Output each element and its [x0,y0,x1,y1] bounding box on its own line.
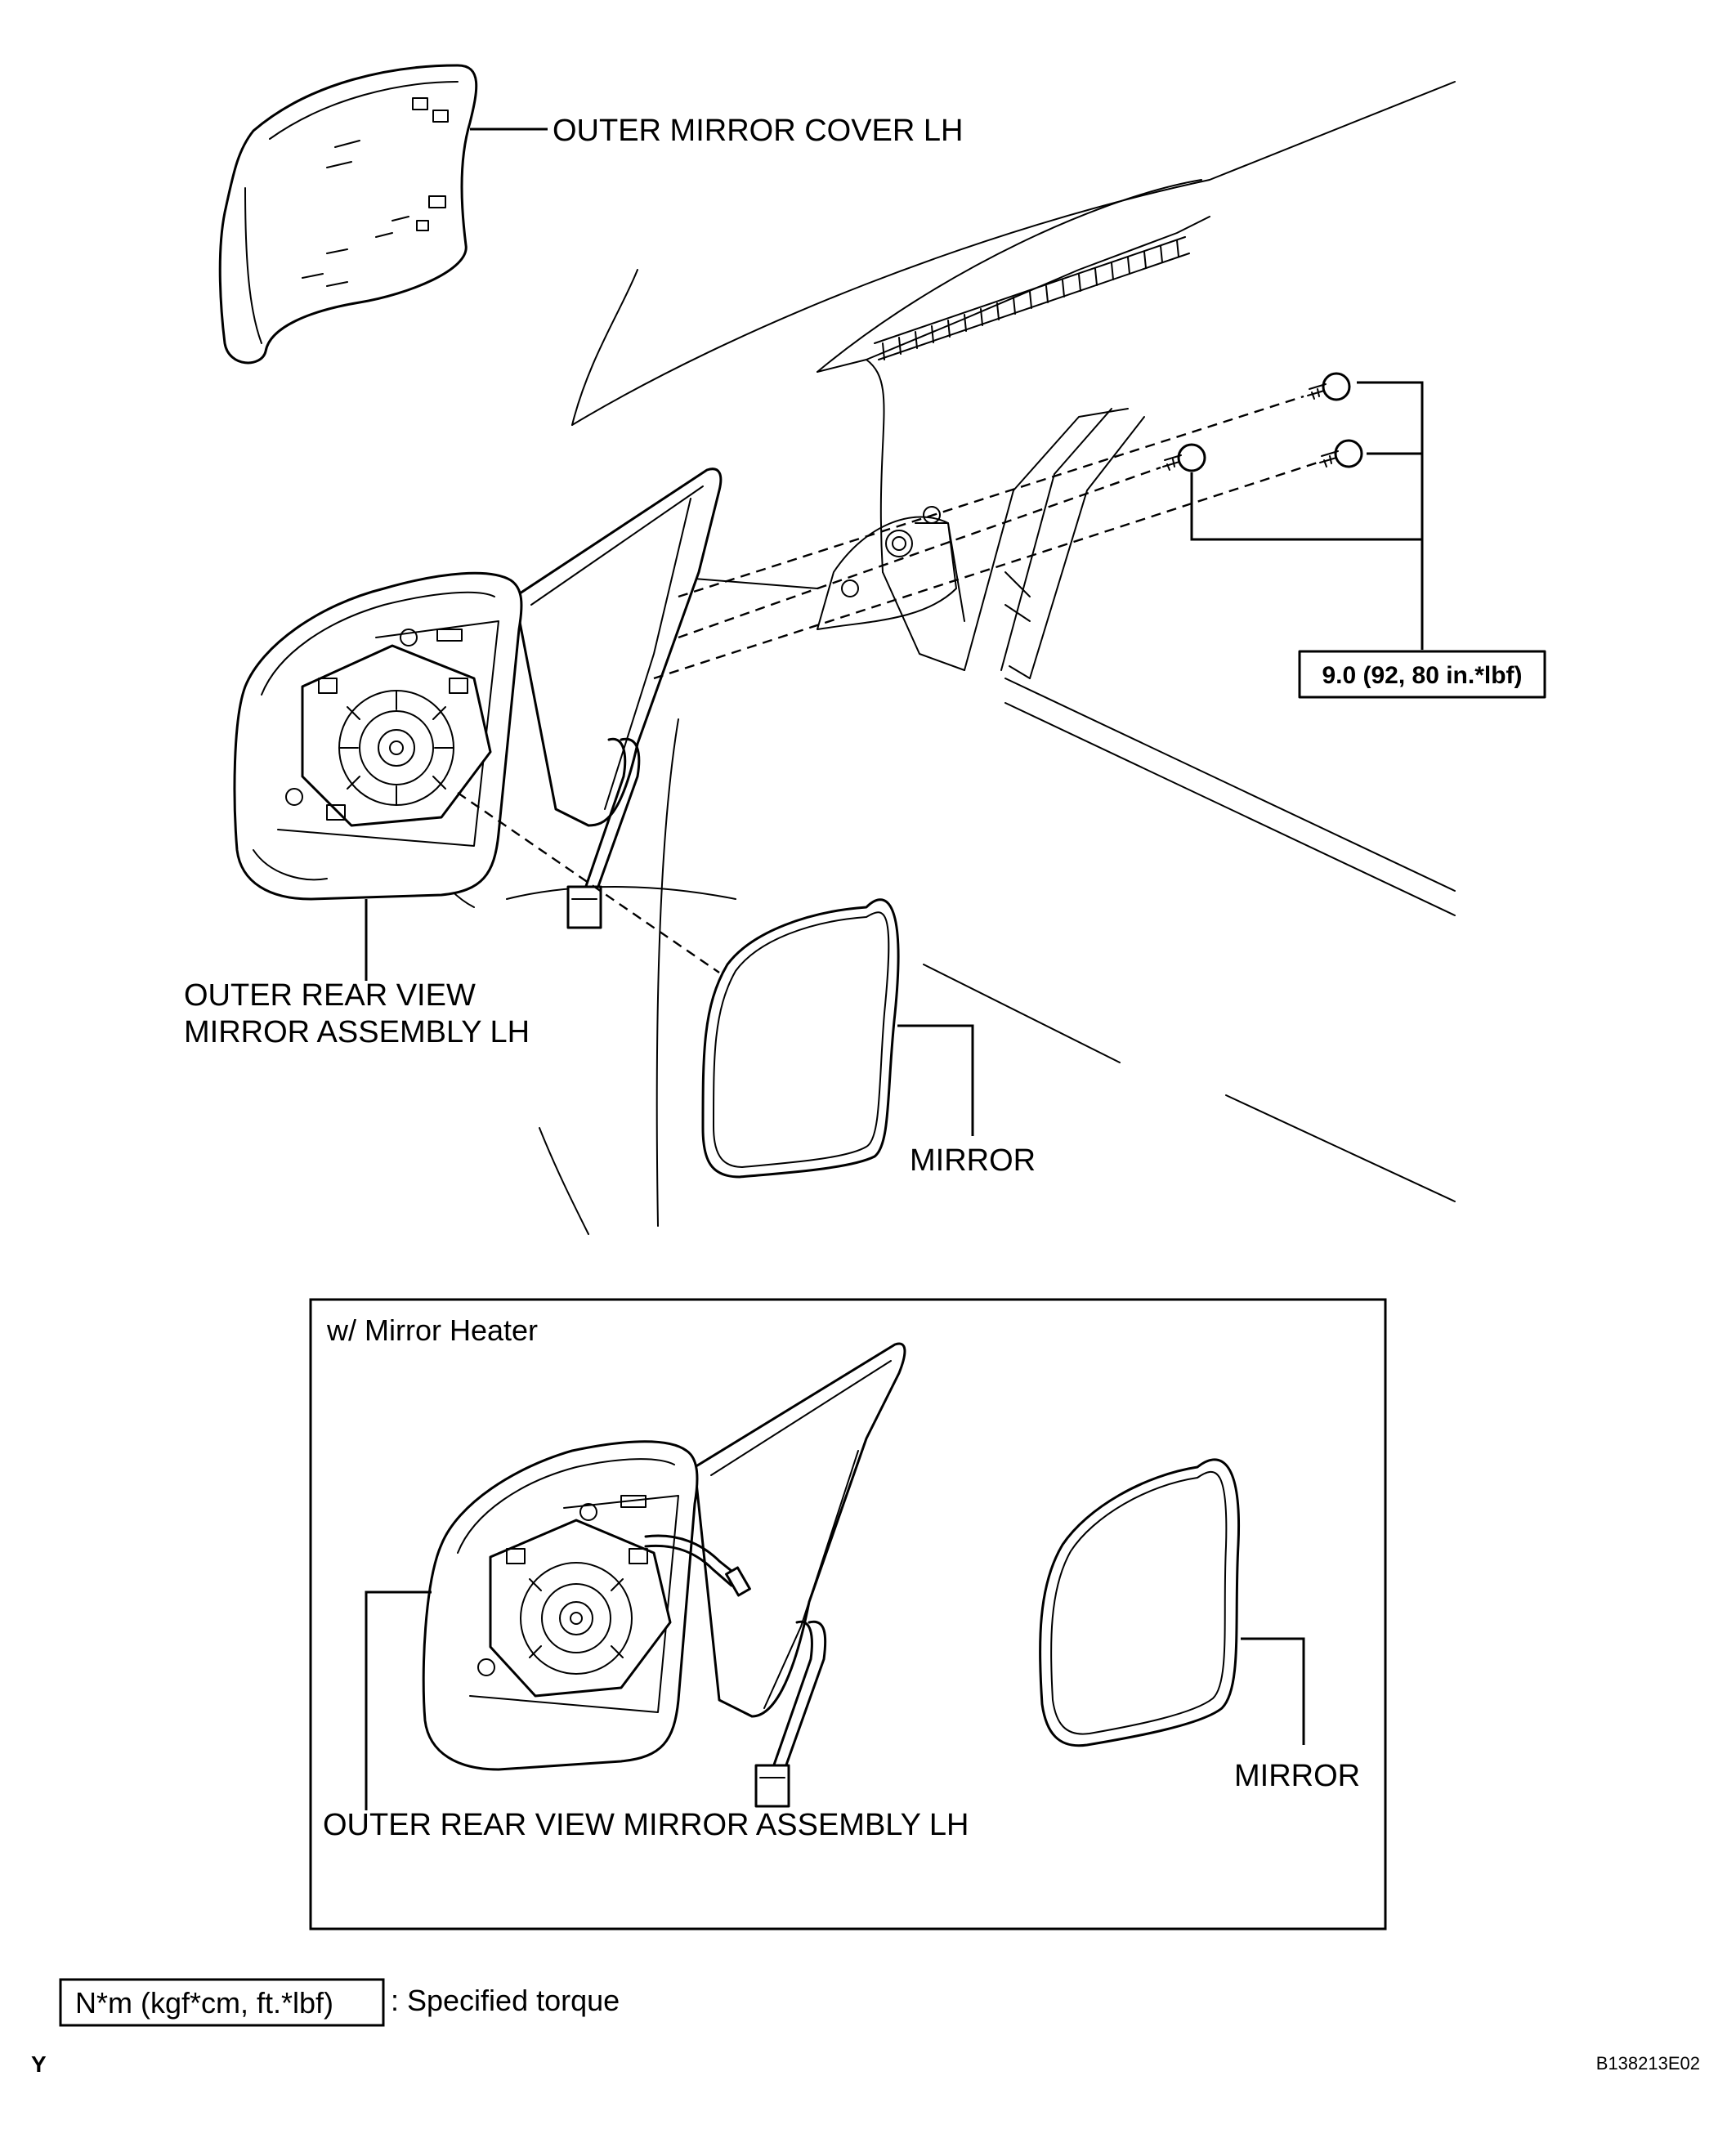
inset-connector [754,1764,790,1808]
door-mounting-bracket [817,506,1031,630]
label-assembly-line1: OUTER REAR VIEW [184,978,476,1013]
inset-box [309,1298,1387,1930]
footer-left-code: Y [31,2051,47,2077]
label-inset-assembly: OUTER REAR VIEW MIRROR ASSEMBLY LH [323,1808,969,1842]
upper-mirror-assembly [233,468,723,929]
upper-mirror-glass [701,898,900,1179]
torque-box [1298,650,1546,699]
bolt-lower [1319,439,1363,468]
figure-code: B138213E02 [1596,2053,1700,2074]
legend-description: : Specified torque [391,1984,620,2017]
inset-mirror-assembly [422,1342,906,1808]
leader-inset-mirror [1241,1637,1305,1745]
bolt-upper [1307,372,1351,401]
label-assembly-line2: MIRROR ASSEMBLY LH [184,1015,530,1049]
leader-torque [1190,381,1424,650]
leader-inset-assembly [365,1590,432,1810]
label-outer-mirror-cover: OUTER MIRROR COVER LH [553,114,963,148]
vehicle-body-outline [424,81,1456,1235]
outer-mirror-cover [218,64,478,365]
leader-upper-mirror [897,1024,974,1136]
alignment-dashed-lines [457,395,1318,973]
torque-label: 9.0 (92, 80 in.*lbf) [1322,662,1522,689]
bolt-middle [1162,443,1206,472]
upper-connector [566,885,602,929]
label-mirror-inset: MIRROR [1234,1759,1360,1793]
inset-mirror-glass [1039,1458,1241,1747]
defroster-vent [874,236,1190,360]
legend-torque-box [59,1978,385,2027]
legend-box-text: N*m (kgf*cm, ft.*lbf) [75,1986,333,2020]
label-mirror-upper: MIRROR [910,1143,1036,1178]
inset-title: w/ Mirror Heater [326,1313,538,1347]
